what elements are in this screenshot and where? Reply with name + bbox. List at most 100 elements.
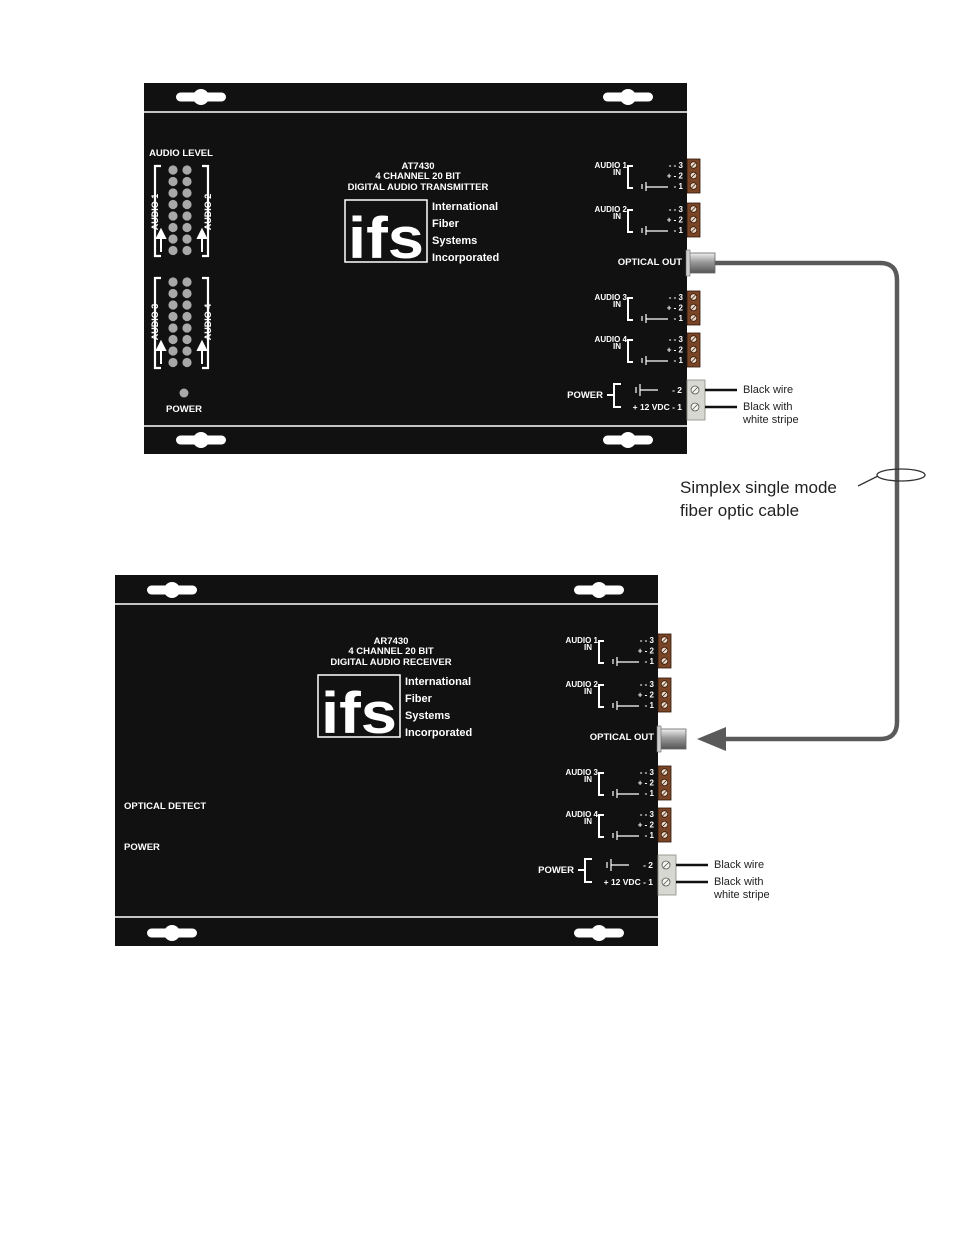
power-bracket (578, 858, 592, 883)
transmitter-audio-port-1: AUDIO 1IN- - 3+ - 2- 1 (595, 158, 701, 194)
pin-label: + - 2 (638, 691, 655, 700)
transmitter-title-line3: DIGITAL AUDIO TRANSMITTER (348, 182, 489, 193)
level-led (182, 188, 192, 198)
logo-word-2: Fiber (432, 218, 460, 230)
level-led (168, 311, 178, 322)
pin-label: + - 2 (638, 779, 655, 788)
cable-caption: Simplex single mode fiber optic cable (680, 476, 837, 522)
meter-label-audio-4: AUDIO 4 (203, 304, 213, 341)
transmitter-optical-out-label: OPTICAL OUT (618, 257, 682, 268)
transmitter-unit: AT7430 4 CHANNEL 20 BIT DIGITAL AUDIO TR… (144, 83, 799, 454)
power-pin-1-label: + 12 VDC - 1 (633, 402, 683, 412)
power-pin-1-label: + 12 VDC - 1 (604, 877, 654, 887)
port-name: AUDIO 2 (566, 680, 599, 689)
receiver-audio-port-2: AUDIO 2IN- - 3+ - 2- 1 (566, 677, 672, 713)
ground-symbol (641, 182, 668, 191)
logo-word-3: Systems (405, 710, 450, 722)
transmitter-power-led-label: POWER (166, 404, 202, 415)
receiver-audio-port-4: AUDIO 4IN- - 3+ - 2- 1 (566, 807, 672, 843)
ground-symbol (612, 657, 639, 666)
pin-label: - 1 (674, 182, 684, 191)
striped-wire-label-line2: white stripe (742, 414, 799, 426)
mounting-slot (147, 582, 197, 598)
level-led (182, 277, 192, 287)
power-terminal-block (657, 854, 677, 896)
level-led (168, 277, 178, 287)
terminal-block (686, 158, 701, 194)
port-bracket (598, 684, 604, 708)
pin-label: - - 3 (669, 205, 684, 214)
power-bracket (607, 383, 621, 408)
pin-label: - - 3 (640, 636, 655, 645)
logo-word-1: International (432, 201, 498, 213)
port-name: AUDIO 1 (566, 636, 599, 645)
power-pin-2-label: - 2 (643, 860, 653, 870)
ground-symbol (612, 831, 639, 840)
receiver-audio-port-1: AUDIO 1IN- - 3+ - 2- 1 (566, 633, 672, 669)
cable-caption-line2: fiber optic cable (680, 501, 800, 520)
port-bracket (627, 297, 633, 321)
port-bracket (598, 772, 604, 796)
receiver-power-led-label: POWER (124, 842, 160, 853)
transmitter-panel (144, 83, 687, 454)
port-name: AUDIO 3 (566, 768, 599, 777)
level-led (168, 323, 178, 333)
audio-level-led-array (168, 165, 192, 368)
ground-symbol (606, 859, 629, 871)
port-in-label: IN (613, 342, 621, 351)
level-led (168, 334, 178, 345)
transmitter-model: AT7430 (401, 161, 434, 172)
logo-mark: ifs (321, 681, 397, 746)
pin-label: - 1 (645, 701, 655, 710)
mounting-slot (176, 89, 226, 105)
pin-label: - 1 (645, 657, 655, 666)
port-in-label: IN (613, 212, 621, 221)
ground-symbol (612, 701, 639, 710)
port-in-label: IN (613, 300, 621, 309)
terminal-block (657, 677, 672, 713)
striped-wire-label-line2: white stripe (713, 889, 770, 901)
mounting-slot (603, 89, 653, 105)
receiver-audio-port-3: AUDIO 3IN- - 3+ - 2- 1 (566, 765, 672, 801)
level-led (168, 245, 178, 256)
optical-detect-label: OPTICAL DETECT (124, 801, 206, 812)
mounting-slot (603, 432, 653, 448)
pin-label: - - 3 (669, 335, 684, 344)
pin-label: - 1 (674, 356, 684, 365)
pin-label: + - 2 (638, 647, 655, 656)
pin-label: - - 3 (640, 810, 655, 819)
receiver-panel (115, 575, 658, 946)
cable-callout-ellipse (876, 468, 926, 482)
terminal-block (686, 202, 701, 238)
mounting-slot (574, 582, 624, 598)
receiver-optical-connector (656, 725, 687, 753)
ifs-logo: ifs International Fiber Systems Incorpor… (317, 674, 472, 746)
logo-word-2: Fiber (405, 693, 433, 705)
level-led (182, 334, 192, 345)
terminal-block (657, 807, 672, 843)
cable-arrowhead (697, 727, 726, 751)
port-name: AUDIO 3 (595, 293, 628, 302)
receiver-unit: AR7430 4 CHANNEL 20 BIT DIGITAL AUDIO RE… (115, 575, 770, 946)
terminal-block (686, 332, 701, 368)
port-name: AUDIO 4 (566, 810, 599, 819)
mounting-slot (574, 925, 624, 941)
level-led (182, 234, 192, 244)
level-led (168, 346, 178, 356)
pin-label: - 1 (645, 789, 655, 798)
meter-label-audio-1: AUDIO 1 (150, 194, 160, 231)
fiber-optic-cable (697, 260, 926, 751)
port-bracket (598, 814, 604, 838)
port-bracket (627, 209, 633, 233)
fiber-cable-path (714, 260, 900, 742)
ifs-logo: ifs International Fiber Systems Incorpor… (344, 199, 499, 271)
transmitter-audio-port-2: AUDIO 2IN- - 3+ - 2- 1 (595, 202, 701, 238)
pin-label: - - 3 (669, 161, 684, 170)
cable-caption-line1: Simplex single mode (680, 478, 837, 497)
logo-word-3: Systems (432, 235, 477, 247)
terminal-block (657, 765, 672, 801)
